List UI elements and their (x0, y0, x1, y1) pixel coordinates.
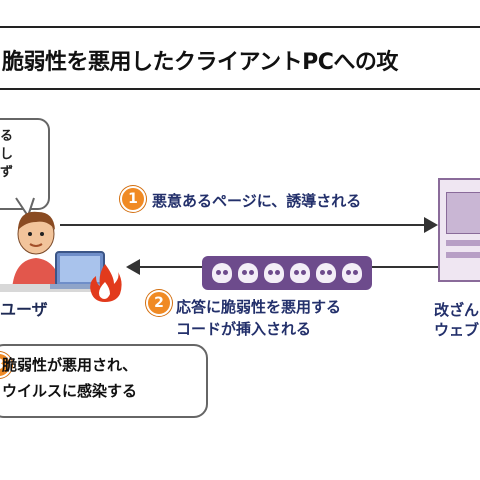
infection-status-line: ウイルスに感染する (2, 382, 138, 400)
step-2-label: 応答に脆弱性を悪用する コードが挿入される (176, 296, 341, 340)
skull-icon (264, 263, 284, 283)
website-label: 改ざん ウェブ (434, 300, 479, 340)
skull-icon (342, 263, 362, 283)
speech-bubble-line: し (0, 147, 14, 162)
infection-status-box (0, 344, 208, 418)
title-banner (0, 26, 480, 90)
website-label-line: ウェブ (434, 321, 480, 339)
step-2-label-line: コードが挿入される (176, 320, 312, 338)
skull-icon (212, 263, 232, 283)
skull-icon (290, 263, 310, 283)
speech-bubble-line: ず (0, 165, 14, 180)
skull-icon (238, 263, 258, 283)
user-label: ユーザ (0, 300, 48, 319)
request-arrow-line (60, 224, 430, 226)
speech-bubble-line: る (0, 129, 14, 144)
arrow-head-right-icon (424, 217, 438, 233)
fire-icon (90, 264, 122, 302)
page-title: 脆弱性を悪用したクライアントPCへの攻 (2, 50, 398, 75)
skull-icon (316, 263, 336, 283)
malicious-code-bar (202, 256, 372, 290)
speech-bubble (0, 118, 50, 210)
arrow-head-left-icon (126, 259, 140, 275)
tampered-website-screen (446, 192, 480, 234)
infection-status-line: 脆弱性が悪用され、 (2, 356, 138, 374)
infection-status-text: 脆弱性が悪用され、 ウイルスに感染する (2, 352, 137, 404)
website-line (446, 252, 480, 258)
website-label-line: 改ざん (434, 301, 480, 319)
website-line (446, 240, 480, 246)
step-1-label: 悪意あるページに、誘導される (152, 192, 362, 210)
step-1-badge: 1 (120, 186, 146, 212)
step-2-label-line: 応答に脆弱性を悪用する (176, 298, 342, 316)
speech-bubble-text: る し ず (0, 128, 13, 182)
user-pc-illustration (0, 211, 112, 292)
step-2-badge: 2 (146, 290, 172, 316)
